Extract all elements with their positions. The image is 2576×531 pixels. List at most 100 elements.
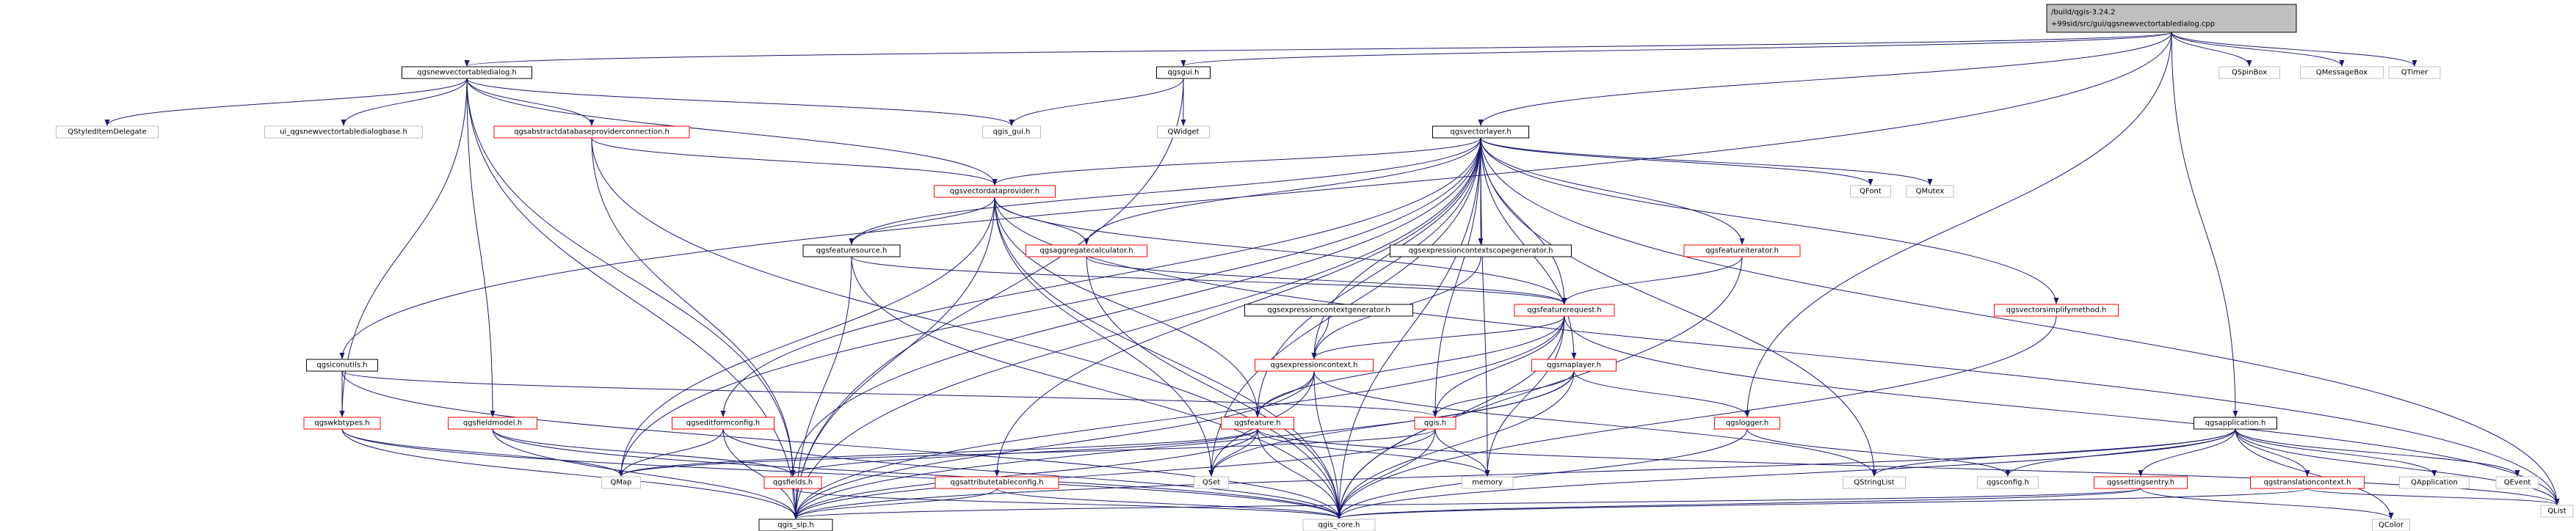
edge-maplayer-to-sip (793, 370, 1575, 519)
node-qcolor[interactable]: QColor (2372, 519, 2410, 531)
node-qtimer[interactable]: QTimer (2388, 66, 2441, 79)
node-qevent[interactable]: QEvent (2495, 476, 2539, 489)
node-qfont[interactable]: QFont (1850, 185, 1891, 198)
node-qgsgui-h[interactable]: qgsgui.h (1156, 66, 1211, 79)
edge-vlayer-to-qstrlist (1480, 137, 1877, 477)
node-label: qgsvectorlayer.h (1450, 128, 1511, 136)
node-label: qgsvectordataprovider.h (950, 188, 1040, 196)
node-qspinbox[interactable]: QSpinBox (2218, 66, 2280, 79)
edge-vlayer-to-sip (793, 137, 1481, 519)
node-box (1390, 244, 1572, 257)
node-label: qgis_gui.h (993, 128, 1031, 136)
edge-editform-to-core (722, 428, 1342, 519)
node-box (1156, 66, 1211, 79)
node-box (2399, 476, 2470, 489)
node-qmessagebox[interactable]: QMessageBox (2300, 66, 2384, 79)
node-box (601, 476, 641, 489)
node-box (1994, 304, 2119, 317)
node-label: QFont (1860, 188, 1882, 196)
node-label: QSpinBox (2232, 69, 2267, 77)
node-qgsiconutils-h[interactable]: qgsiconutils.h (306, 359, 378, 372)
node-qgsexpressioncontext-h[interactable]: qgsexpressioncontext.h (1255, 359, 1374, 372)
edge-root-to-spin (2171, 32, 2252, 67)
edge-feature-to-qmap (618, 428, 1258, 477)
node-qgsfeaturesource-h[interactable]: qgsfeaturesource.h (802, 244, 901, 257)
node-label: qgsexpressioncontextgenerator.h (1267, 307, 1390, 315)
node-label: qgsgui.h (1168, 69, 1200, 77)
node-qgssettingsentry-h[interactable]: qgssettingsentry.h (2094, 476, 2188, 489)
node-qgseditformconfig-h[interactable]: qgseditformconfig.h (672, 417, 774, 430)
edge-exprctx-to-qstrlist (1313, 370, 1877, 477)
node-label: qgsconfig.h (1987, 479, 2029, 487)
node-box (1244, 304, 1413, 317)
node-box (672, 417, 774, 430)
edge-vlayer-to-core (1336, 137, 1481, 519)
node-qgsfeaturerequest-h[interactable]: qgsfeaturerequest.h (1514, 304, 1615, 317)
edge-simpl-to-core (1336, 315, 2057, 519)
node-box (1414, 417, 1456, 430)
node-qlist[interactable]: QList (2540, 505, 2574, 518)
edge-newdlg-to-styled (104, 78, 468, 126)
node-box (2046, 4, 2297, 33)
node-box (1221, 417, 1294, 430)
edge-newdlg-to-sip (466, 78, 799, 519)
edge-absdb-to-fields (591, 137, 796, 477)
node-qgstranslationcontext-h[interactable]: qgstranslationcontext.h (2250, 476, 2365, 489)
edge-app-to-qevent (2235, 428, 2520, 477)
node-ui-qgsnewvectortabledialogbase-h[interactable]: ui_qgsnewvectortabledialogbase.h (264, 125, 423, 139)
edge-vlayer-to-simpl (1480, 137, 2059, 304)
edge-settings-to-sip (794, 488, 2141, 519)
edge-root-to-app (2171, 32, 2238, 417)
node-qmutex[interactable]: QMutex (1906, 185, 1954, 198)
node-box (1531, 359, 1617, 372)
node-qmap[interactable]: QMap (601, 476, 641, 489)
node-qstringlist[interactable]: QStringList (1843, 476, 1906, 489)
node-label: qgsaggregatecalculator.h (1040, 247, 1133, 255)
node-qwidget[interactable]: QWidget (1157, 125, 1210, 139)
edge-absdb-to-vdp (591, 137, 998, 186)
node-qgis-sip-h[interactable]: qgis_sip.h (758, 519, 833, 531)
edge-app-to-sip (793, 428, 2236, 519)
node-box (1302, 519, 1376, 531)
node-box (1977, 476, 2039, 489)
node-qset[interactable]: QSet (1194, 476, 1229, 489)
node-qgsexpressioncontextscopegenerator-h[interactable]: qgsexpressioncontextscopegenerator.h (1390, 244, 1572, 257)
edge-root-to-gui (1180, 32, 2172, 67)
node-qgswkbtypes-h[interactable]: qgswkbtypes.h (303, 417, 381, 430)
edge-root-to-logger (1744, 32, 2172, 417)
node-qgsaggregatecalculator-h[interactable]: qgsaggregatecalculator.h (1026, 244, 1147, 257)
node-qgsfeatureiterator-h[interactable]: qgsfeatureiterator.h (1683, 244, 1801, 257)
node-label: qgsabstractdatabaseproviderconnection.h (514, 128, 670, 136)
edge-app-to-translation (2235, 428, 2310, 477)
node-qgsabstractdatabaseproviderconnection-h[interactable]: qgsabstractdatabaseproviderconnection.h (493, 125, 690, 139)
node-qgsfeature-h[interactable]: qgsfeature.h (1221, 417, 1294, 430)
node-qgsapplication-h[interactable]: qgsapplication.h (2194, 417, 2277, 430)
node-qgsfields-h[interactable]: qgsfields.h (763, 476, 822, 489)
node-box (56, 125, 159, 139)
node-qgsvectordataprovider-h[interactable]: qgsvectordataprovider.h (934, 185, 1056, 198)
root-file-node: /build/qgis-3.24.2+99sid/src/gui/qgsnewv… (2046, 4, 2297, 33)
node-qgsvectorlayer-h[interactable]: qgsvectorlayer.h (1432, 125, 1529, 139)
node-box (1514, 304, 1615, 317)
node-qstyleditemdelegate[interactable]: QStyledItemDelegate (56, 125, 159, 139)
node-qgsfieldmodel-h[interactable]: qgsfieldmodel.h (448, 417, 537, 430)
node-qgis-core-h[interactable]: qgis_core.h (1302, 519, 1376, 531)
node-qgsconfig-h[interactable]: qgsconfig.h (1977, 476, 2039, 489)
node-qgslogger-h[interactable]: qgslogger.h (1714, 417, 1780, 430)
edge-feature-to-qlist (1257, 428, 2560, 505)
node-box (1843, 476, 1906, 489)
node-memory[interactable]: memory (1461, 476, 1514, 489)
node-qgsattributetableconfig-h[interactable]: qgsattributetableconfig.h (935, 476, 1059, 489)
edge-feature-to-core (1257, 428, 1342, 519)
edge-freq-to-qgis (1432, 315, 1565, 417)
node-label: qgsfeaturesource.h (816, 247, 888, 255)
edge-freq-to-memory (1484, 315, 1565, 477)
node-qgsmaplayer-h[interactable]: qgsmaplayer.h (1531, 359, 1617, 372)
node-box (493, 125, 690, 139)
node-qgsexpressioncontextgenerator-h[interactable]: qgsexpressioncontextgenerator.h (1244, 304, 1413, 317)
node-qapplication[interactable]: QApplication (2399, 476, 2470, 489)
node-qgis-gui-h[interactable]: qgis_gui.h (982, 125, 1041, 139)
node-qgis-h[interactable]: qgis.h (1414, 417, 1456, 430)
node-qgsnewvectortabledialog-h[interactable]: qgsnewvectortabledialog.h (402, 66, 532, 79)
node-qgsvectorsimplifymethod-h[interactable]: qgsvectorsimplifymethod.h (1994, 304, 2119, 317)
